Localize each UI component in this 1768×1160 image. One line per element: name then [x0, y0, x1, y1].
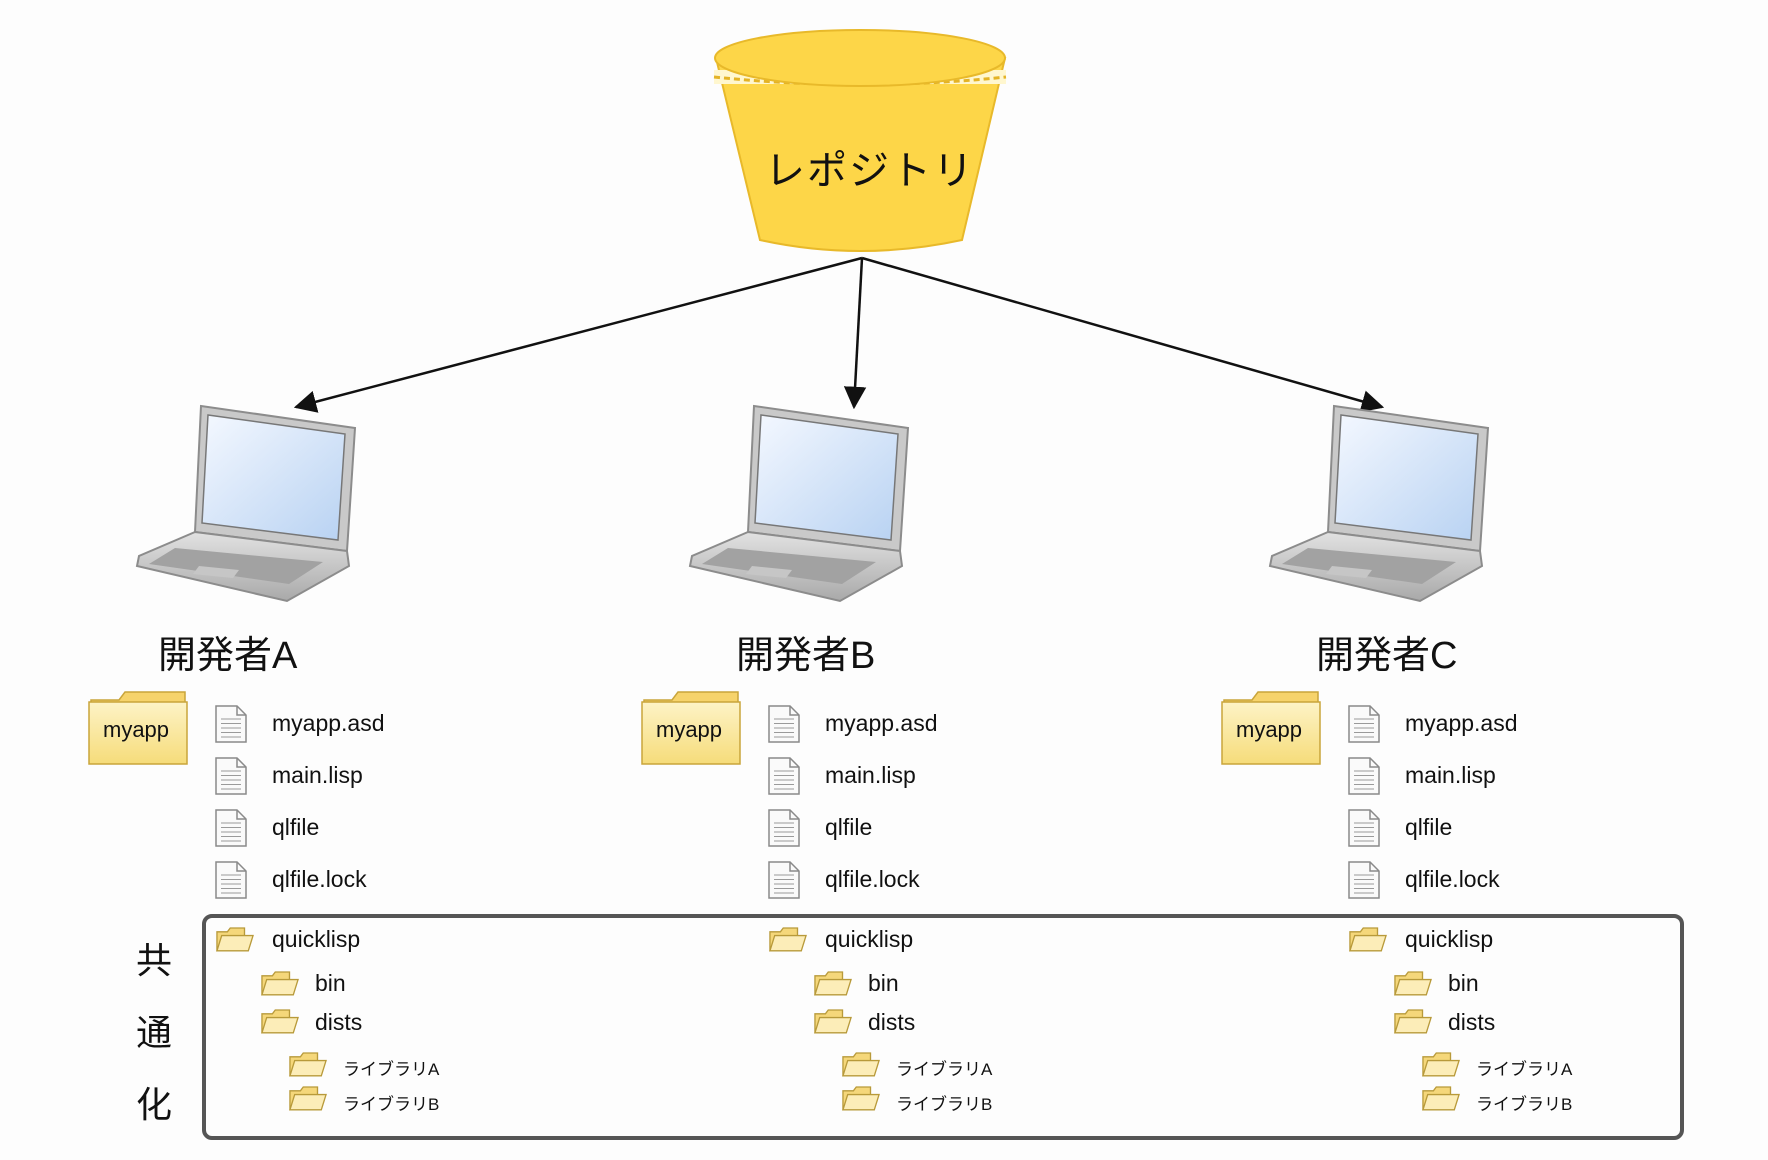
file-label-c-2: main.lisp [1405, 762, 1496, 788]
document-icon-a-2 [215, 757, 247, 795]
document-icon-a-3 [215, 809, 247, 847]
root-folder-icon-b [641, 691, 741, 765]
repository-bucket-icon [713, 29, 1007, 252]
developer-label-a: 開発者A [158, 635, 298, 677]
library-label-c-1: ライブラリA [1476, 1060, 1573, 1079]
shared-child-label-a-2: dists [315, 1009, 363, 1035]
library-label-c-2: ライブラリB [1476, 1095, 1573, 1114]
arrow-to-developer-c [861, 256, 1385, 413]
shared-child-folder-icon-a-1 [261, 971, 299, 996]
shared-child-folder-icon-a-2 [261, 1009, 299, 1034]
document-icon-c-3 [1348, 809, 1380, 847]
document-icon-a-4 [215, 861, 247, 899]
document-icon-b-1 [768, 705, 800, 743]
document-icon-a-1 [215, 705, 247, 743]
document-icon-c-1 [1348, 705, 1380, 743]
file-label-b-1: myapp.asd [825, 710, 938, 736]
shared-child-folder-icon-b-1 [814, 971, 852, 996]
shared-child-folder-icon-c-2 [1394, 1009, 1432, 1034]
laptop-icon-b [688, 404, 910, 603]
library-folder-icon-c-1 [1422, 1052, 1460, 1077]
shared-root-label-c: quicklisp [1405, 926, 1494, 952]
file-label-b-2: main.lisp [825, 762, 916, 788]
arrow-to-developer-b [843, 257, 867, 410]
library-folder-icon-a-2 [289, 1086, 327, 1111]
shared-label-char-3: 化 [136, 1084, 173, 1125]
root-folder-label-a: myapp [103, 717, 170, 742]
shared-child-label-a-1: bin [315, 970, 346, 996]
laptop-icon-a [135, 404, 357, 603]
library-label-a-2: ライブラリB [343, 1095, 440, 1114]
arrow-to-developer-a [293, 256, 863, 413]
developer-label-c: 開発者C [1316, 635, 1458, 677]
root-folder-icon-a [88, 691, 188, 765]
developer-label-b: 開発者B [736, 635, 876, 677]
file-label-a-4: qlfile.lock [272, 866, 367, 892]
file-label-c-3: qlfile [1405, 814, 1453, 840]
document-icon-b-2 [768, 757, 800, 795]
document-icon-b-3 [768, 809, 800, 847]
library-label-b-2: ライブラリB [896, 1095, 993, 1114]
shared-box [202, 914, 1684, 1140]
shared-root-folder-icon-a [216, 927, 254, 952]
file-label-a-2: main.lisp [272, 762, 363, 788]
shared-root-label-a: quicklisp [272, 926, 361, 952]
root-folder-label-c: myapp [1236, 717, 1303, 742]
document-icon-b-4 [768, 861, 800, 899]
root-folder-label-b: myapp [656, 717, 723, 742]
file-label-a-1: myapp.asd [272, 710, 385, 736]
file-label-c-1: myapp.asd [1405, 710, 1518, 736]
file-label-c-4: qlfile.lock [1405, 866, 1500, 892]
shared-child-folder-icon-b-2 [814, 1009, 852, 1034]
shared-child-label-b-1: bin [868, 970, 899, 996]
file-label-b-3: qlfile [825, 814, 873, 840]
library-folder-icon-b-1 [842, 1052, 880, 1077]
library-folder-icon-c-2 [1422, 1086, 1460, 1111]
shared-label-char-2: 通 [136, 1012, 173, 1053]
library-label-a-1: ライブラリA [343, 1060, 440, 1079]
shared-child-label-b-2: dists [868, 1009, 916, 1035]
library-label-b-1: ライブラリA [896, 1060, 993, 1079]
shared-root-folder-icon-c [1349, 927, 1387, 952]
file-label-b-4: qlfile.lock [825, 866, 920, 892]
library-folder-icon-b-2 [842, 1086, 880, 1111]
document-icon-c-2 [1348, 757, 1380, 795]
library-folder-icon-a-1 [289, 1052, 327, 1077]
shared-root-folder-icon-b [769, 927, 807, 952]
file-label-a-3: qlfile [272, 814, 320, 840]
shared-child-folder-icon-c-1 [1394, 971, 1432, 996]
repository-label: レポジトリ [765, 149, 975, 193]
shared-label-char-1: 共 [136, 940, 173, 981]
shared-child-label-c-1: bin [1448, 970, 1479, 996]
document-icon-c-4 [1348, 861, 1380, 899]
root-folder-icon-c [1221, 691, 1321, 765]
shared-child-label-c-2: dists [1448, 1009, 1496, 1035]
shared-root-label-b: quicklisp [825, 926, 914, 952]
laptop-icon-c [1268, 404, 1490, 603]
